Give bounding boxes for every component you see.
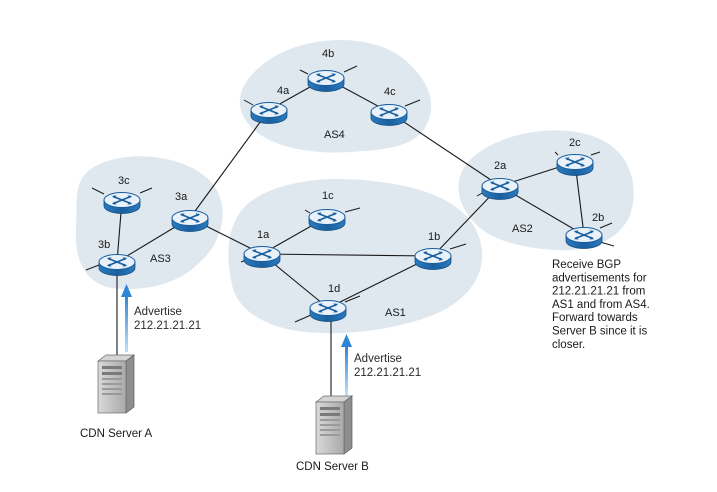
note-line: 212.21.21.21 from <box>552 286 645 298</box>
router-label-1d: 1d <box>328 283 340 295</box>
note-line: Server B since it is <box>552 326 647 338</box>
advertise-arrow-a <box>121 284 132 352</box>
router-2b-icon <box>565 226 603 250</box>
as4-label: AS4 <box>324 129 345 141</box>
note-line: Receive BGP <box>552 259 621 271</box>
router-label-2c: 2c <box>569 137 581 149</box>
as1-label: AS1 <box>385 307 406 319</box>
cdn-server-a-label: CDN Server A <box>80 428 153 440</box>
note-line: advertisements for <box>552 272 647 284</box>
advertise-arrow-b <box>341 334 352 396</box>
router-4c-icon <box>370 103 408 127</box>
router-1b-icon <box>414 247 452 271</box>
note-line: AS1 and from AS4. <box>552 299 650 311</box>
cdn-server-b-icon <box>315 395 353 455</box>
as2-label: AS2 <box>512 223 533 235</box>
router-1d-icon <box>309 299 347 323</box>
router-label-1a: 1a <box>257 229 270 241</box>
router-3a-icon <box>171 209 209 233</box>
router-2a-icon <box>481 177 519 201</box>
router-label-4a: 4a <box>277 85 290 97</box>
cdn-server-a-icon <box>97 354 135 414</box>
router-1a-icon <box>243 245 281 269</box>
router-label-2a: 2a <box>494 160 507 172</box>
router-3c-icon <box>103 191 141 215</box>
router-label-3a: 3a <box>175 191 188 203</box>
link-1d-1b <box>327 255 434 309</box>
router-label-1c: 1c <box>322 190 334 202</box>
advertise-b-line2: 212.21.21.21 <box>354 367 421 379</box>
router-label-2b: 2b <box>592 212 604 224</box>
link-4c-2a <box>388 111 501 187</box>
router-4b-icon <box>307 69 345 93</box>
router-label-3b: 3b <box>98 239 110 251</box>
note-line: Forward towards <box>552 312 638 324</box>
router-3b-icon <box>98 253 136 277</box>
advertise-a-line2: 212.21.21.21 <box>134 320 201 332</box>
advertise-b-line1: Advertise <box>354 353 402 365</box>
stub-links <box>85 65 615 323</box>
link-1a-1b <box>261 253 434 257</box>
as1-cloud <box>228 179 483 334</box>
router-label-4b: 4b <box>322 48 334 60</box>
note-line: closer. <box>552 339 585 351</box>
router-labels: 4b 4a 4c 3c 3a 3b 1c 1a 1b 1d 2c 2a 2b <box>98 48 604 295</box>
router-4a-icon <box>250 101 288 125</box>
link-4a-3a <box>189 109 270 219</box>
router-label-4c: 4c <box>384 86 396 98</box>
advertise-a-line1: Advertise <box>134 306 182 318</box>
router-label-1b: 1b <box>428 231 440 243</box>
router-label-3c: 3c <box>118 175 130 187</box>
router-1c-icon <box>308 208 346 232</box>
router-2c-icon <box>556 153 594 177</box>
as3-label: AS3 <box>150 253 171 265</box>
cdn-server-b-label: CDN Server B <box>296 461 369 473</box>
